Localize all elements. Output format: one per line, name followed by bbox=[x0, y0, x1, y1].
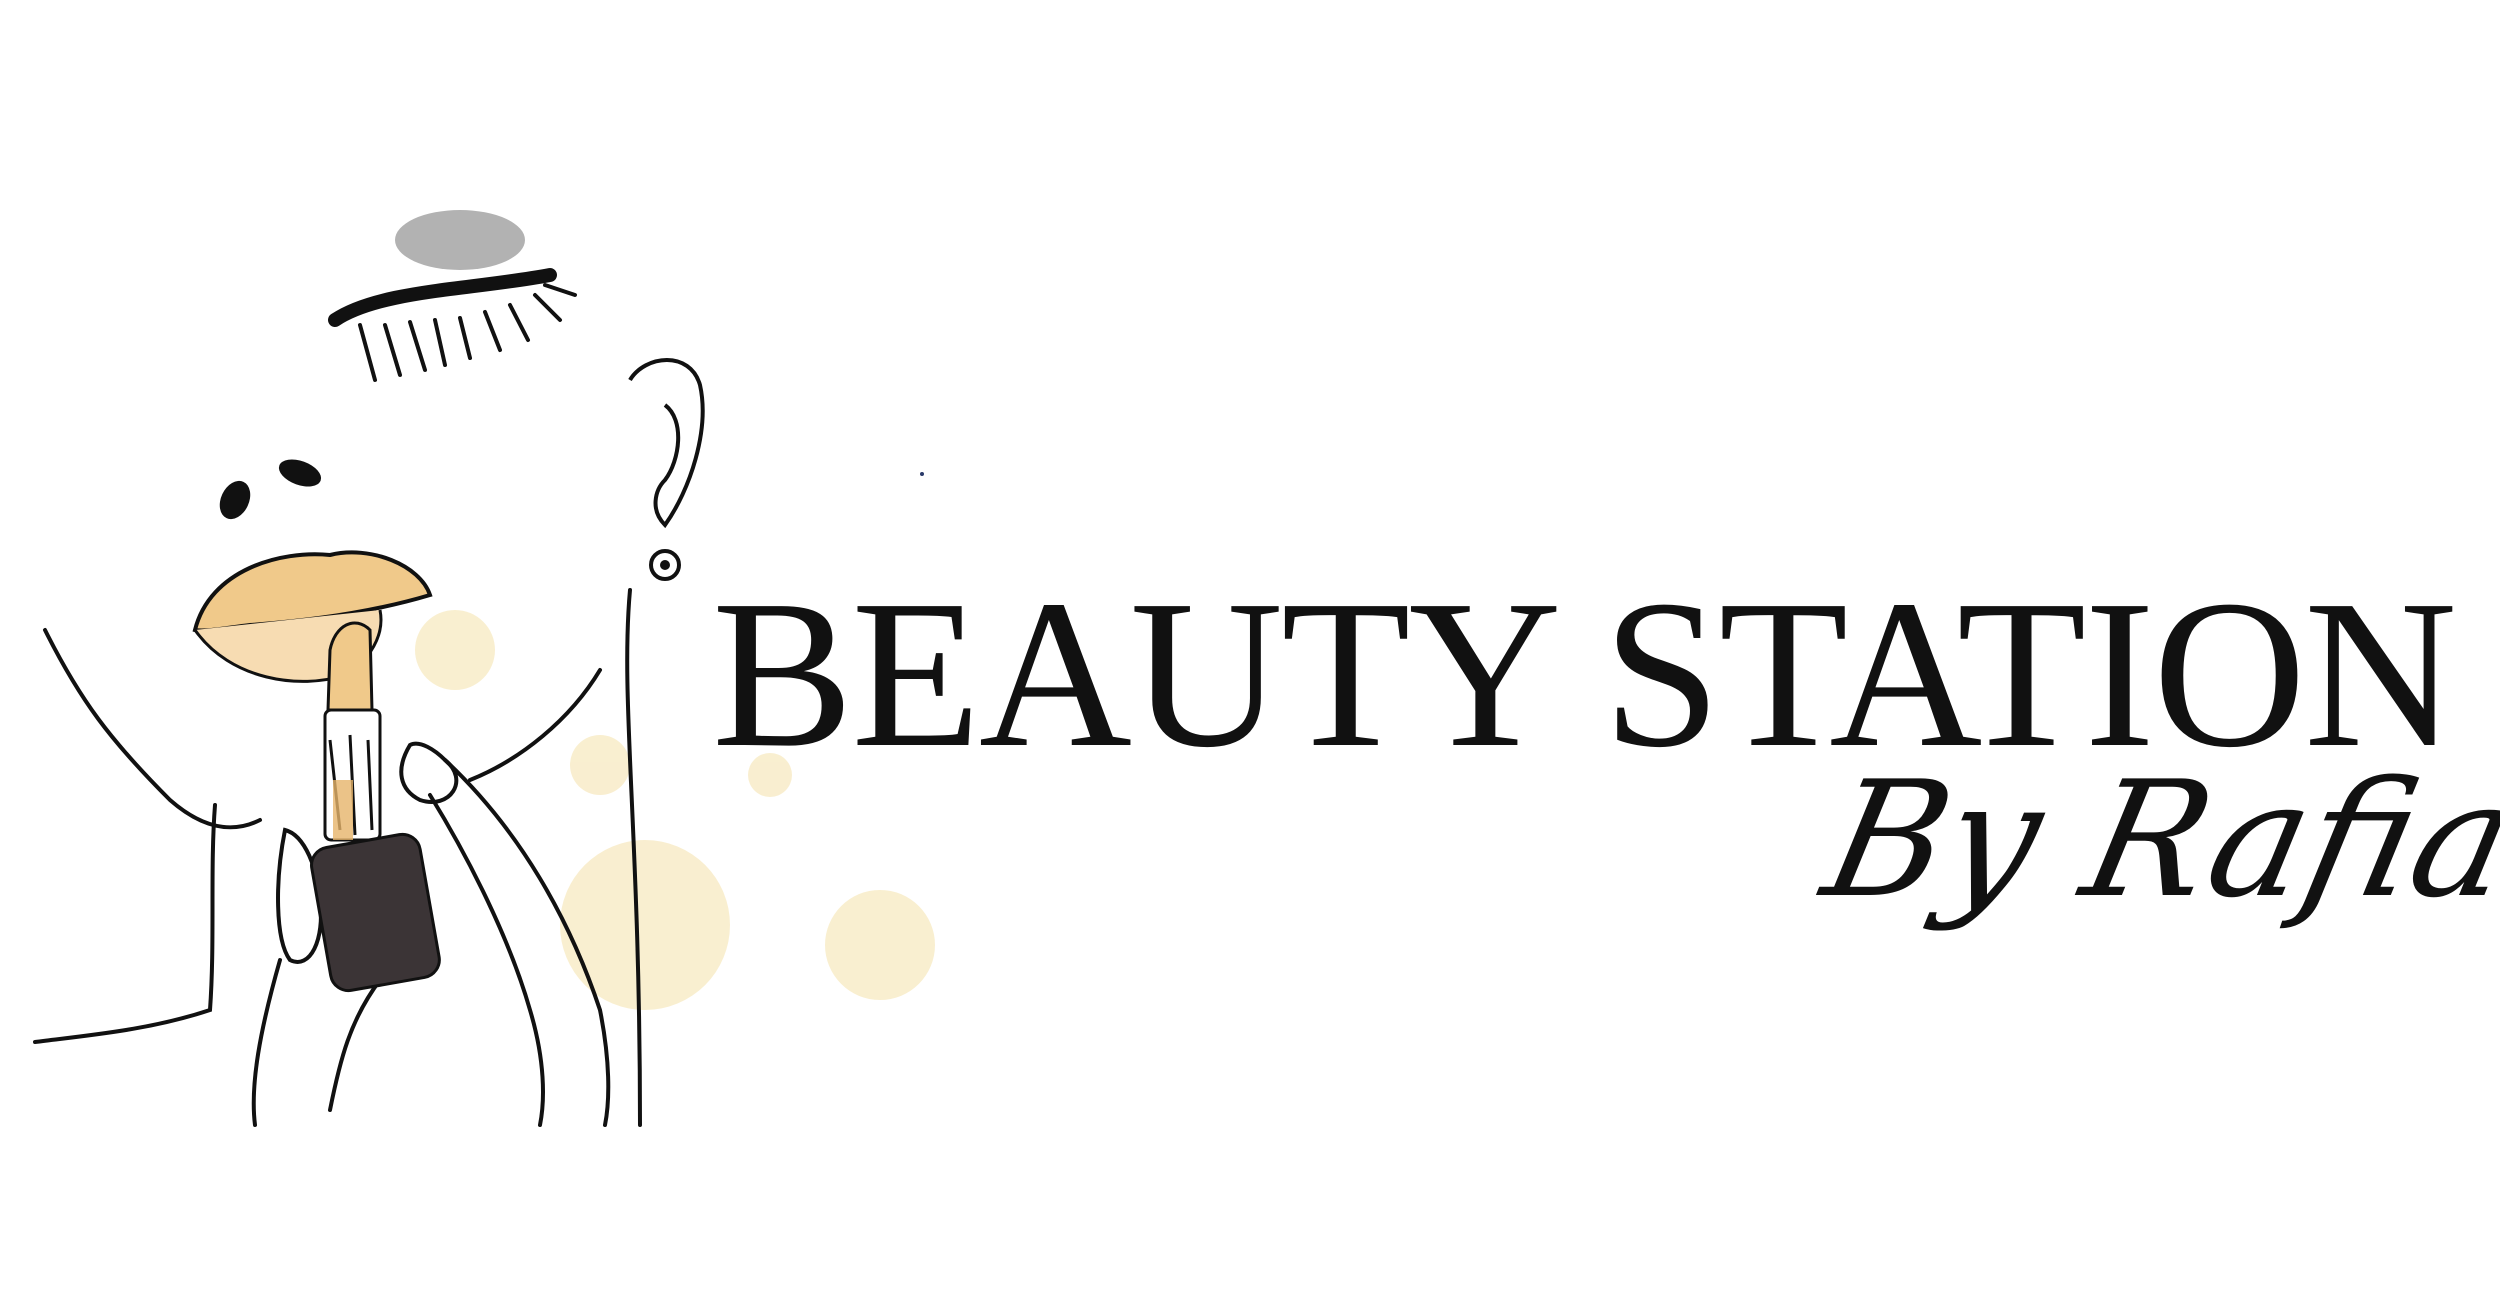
face-outline bbox=[33, 588, 642, 1127]
lips-icon bbox=[192, 550, 433, 683]
woman-applying-lipstick-illustration bbox=[33, 210, 935, 1127]
closed-eye-icon bbox=[328, 210, 577, 382]
paint-splash bbox=[825, 890, 935, 1000]
brand-tagline: By Rafia bbox=[1810, 746, 2500, 933]
hand-outline bbox=[251, 741, 611, 1127]
paint-splash bbox=[570, 735, 630, 795]
brand-title: BEAUTY STATION bbox=[712, 556, 2457, 791]
ear-icon bbox=[628, 358, 705, 529]
stray-dot bbox=[920, 472, 924, 476]
paint-splash bbox=[415, 610, 495, 690]
lipstick-icon bbox=[310, 621, 441, 993]
earring-icon bbox=[649, 549, 681, 581]
paint-splash bbox=[748, 753, 792, 797]
paint-splash-group bbox=[415, 610, 935, 1010]
paint-splash bbox=[560, 840, 730, 1010]
nose-icon bbox=[219, 459, 322, 520]
